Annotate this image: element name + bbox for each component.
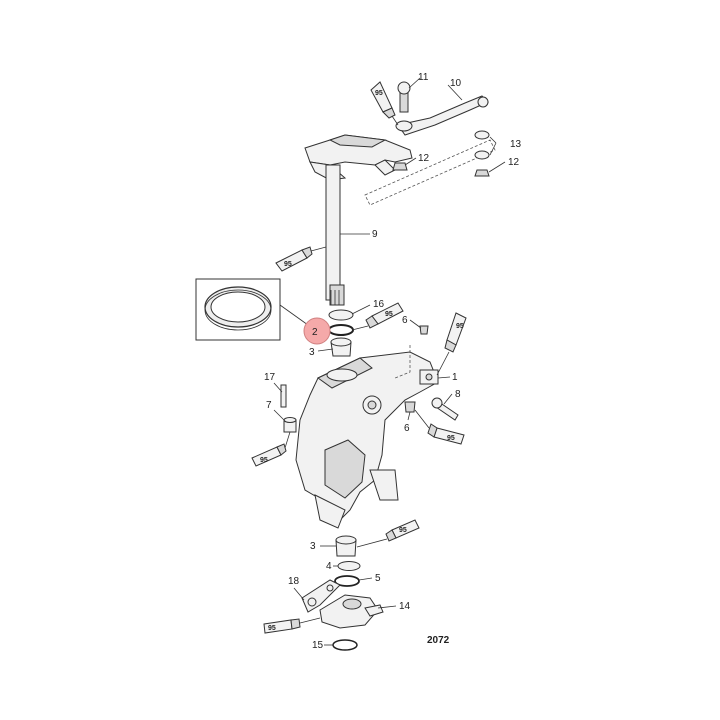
callout-7: 7: [266, 400, 272, 411]
callout-6-lower: 6: [404, 423, 410, 434]
callout-16: 16: [373, 299, 385, 310]
callout-leaders: [273, 77, 506, 646]
grease-tube-6: 95: [251, 431, 291, 467]
grease-tube-5: 95: [414, 409, 465, 445]
tube-label: 95: [284, 261, 292, 268]
callout-5: 5: [375, 573, 381, 584]
callout-1: 1: [452, 372, 458, 383]
steering-link-rod: [395, 81, 489, 136]
diagram-code: 2072: [427, 635, 450, 646]
callout-9: 9: [372, 229, 378, 240]
tube-label: 95: [375, 90, 383, 97]
washer-4: [337, 561, 361, 571]
seal-5: [334, 575, 360, 587]
tube-label: 95: [399, 527, 407, 534]
steering-yoke: [304, 134, 413, 181]
callout-18: 18: [288, 576, 300, 587]
lower-bushing: [335, 535, 357, 557]
fitting-guide: [394, 345, 411, 379]
callout-3-upper: 3: [309, 347, 315, 358]
callout-13: 13: [510, 139, 522, 150]
steering-shaft: [325, 164, 345, 306]
tube-label: 95: [268, 625, 276, 632]
tube-label: 95: [385, 311, 393, 318]
callout-14: 14: [399, 601, 411, 612]
callout-4: 4: [326, 561, 332, 572]
grease-tube-4: 95: [436, 312, 467, 376]
callout-10: 10: [450, 78, 462, 89]
tie-bar-outline: [364, 139, 496, 206]
tube-label: 95: [447, 435, 455, 442]
pivot-bolt: [431, 397, 459, 421]
plate-18: [301, 579, 341, 613]
grease-tube-7: 95: [356, 519, 420, 548]
callout-3-lower: 3: [310, 541, 316, 552]
callout-17: 17: [264, 372, 276, 383]
tube-label: 95: [456, 323, 464, 330]
callout-12-right: 12: [508, 157, 520, 168]
callout-labels: 11 10 12 13 12 9 16 2 3 6 1 8 17 7 6 3 4…: [264, 72, 522, 651]
callout-11: 11: [418, 72, 429, 83]
washers-and-nuts: [392, 130, 490, 177]
lower-yoke: [319, 594, 384, 629]
inset-detail-box: [195, 278, 316, 341]
callout-6-upper: 6: [402, 315, 408, 326]
grease-tube-8: 95: [263, 617, 321, 634]
callout-15: 15: [312, 640, 324, 651]
callout-8: 8: [455, 389, 461, 400]
seal-15: [332, 639, 358, 651]
tube-label: 95: [260, 457, 268, 464]
pin: [280, 384, 287, 408]
callout-2: 2: [312, 327, 318, 338]
grease-tube-2: 95: [275, 246, 327, 272]
small-bushing: [283, 417, 297, 433]
upper-seal-stack: [328, 309, 354, 357]
highlight-circle: [303, 317, 331, 345]
callout-12-upper: 12: [418, 153, 430, 164]
grease-fitting-top: [419, 325, 429, 335]
grease-fitting-bottom: [404, 401, 416, 413]
grease-tube-3: 95: [351, 302, 404, 331]
swivel-bracket: [295, 351, 439, 529]
grease-tube-1: 95: [370, 81, 399, 126]
